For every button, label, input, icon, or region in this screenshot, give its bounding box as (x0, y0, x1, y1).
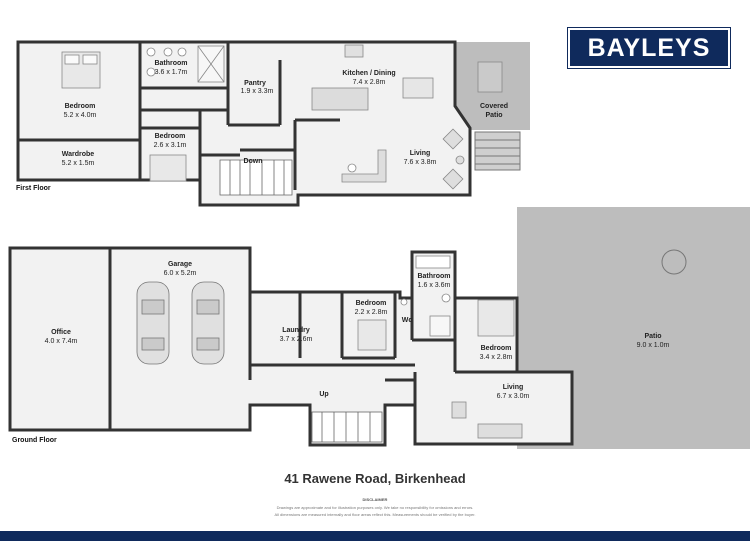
outdoor-table-round (661, 249, 687, 275)
ground-floor-plan (8, 207, 750, 449)
first-floor-label: First Floor (16, 185, 51, 192)
interior-walls-ground (108, 248, 517, 430)
bayleys-logo: BAYLEYS (567, 27, 731, 69)
stairs-first (219, 159, 293, 196)
cooktop-icon (344, 44, 364, 58)
office-label: Office (51, 329, 71, 336)
pantry-dim: 1.9 x 3.3m (241, 88, 274, 95)
bedroom1-label: Bedroom (65, 103, 96, 110)
wardrobe-dim: 5.2 x 1.5m (62, 160, 95, 167)
kitchen-dim: 7.4 x 2.8m (353, 79, 386, 86)
bathroom2-dim: 1.6 x 3.6m (418, 282, 451, 289)
bed-icon (61, 51, 101, 89)
garage-dim: 6.0 x 5.2m (164, 270, 197, 277)
bedroom4-label: Bedroom (481, 345, 512, 352)
disclaimer-title: DISCLAIMER (362, 497, 388, 502)
disclaimer-line-2: All dimensions are measured internally a… (274, 512, 476, 517)
bed4-icon (477, 299, 515, 337)
garage-label: Garage (168, 261, 192, 268)
bedroom3-dim: 2.2 x 2.8m (355, 309, 388, 316)
up-label: Up (319, 391, 328, 398)
outdoor-table (477, 61, 503, 93)
living2-furniture (451, 401, 523, 439)
car-icon-2 (191, 281, 225, 365)
bedroom2-label: Bedroom (155, 133, 186, 140)
living2-dim: 6.7 x 3.0m (497, 393, 530, 400)
disclaimer-line-1: Drawings are approximate and for illustr… (276, 505, 474, 510)
bedroom4-dim: 3.4 x 2.8m (480, 354, 513, 361)
living1-dim: 7.6 x 3.8m (404, 159, 437, 166)
car-icon (136, 281, 170, 365)
patio-steps (474, 131, 521, 171)
bedroom2-dim: 2.6 x 3.1m (154, 142, 187, 149)
bathroom-fixtures-ground (400, 255, 451, 337)
room-labels: Bedroom 5.2 x 4.0m Wardrobe 5.2 x 1.5m B… (12, 60, 670, 444)
patio-label: Patio (644, 333, 661, 340)
living-furniture (341, 128, 465, 190)
dining-table (402, 77, 434, 99)
living2-label: Living (503, 384, 524, 391)
kitchen-label: Kitchen / Dining (342, 70, 395, 77)
office-dim: 4.0 x 7.4m (45, 338, 78, 345)
footer-bar (0, 531, 750, 541)
bathroom1-label: Bathroom (154, 60, 187, 67)
kitchen-island (311, 87, 369, 111)
stairs-ground (311, 411, 383, 443)
first-floor-plan (16, 40, 530, 207)
laundry-dim: 3.7 x 2.6m (280, 336, 313, 343)
wardrobe-label: Wardrobe (62, 151, 95, 158)
bathroom-fixtures-first (146, 45, 225, 83)
living1-label: Living (410, 150, 431, 157)
ground-floor-label: Ground Floor (12, 437, 57, 444)
bed2-icon (149, 154, 187, 182)
covered-patio-label-2: Patio (485, 112, 502, 119)
wc-label: Wc (402, 317, 413, 324)
property-address: 41 Rawene Road, Birkenhead (284, 471, 466, 486)
pantry-label: Pantry (244, 80, 266, 87)
bedroom1-dim: 5.2 x 4.0m (64, 112, 97, 119)
bedroom3-label: Bedroom (356, 300, 387, 307)
covered-patio-label: Covered (480, 103, 508, 110)
down-label: Down (243, 158, 262, 165)
bathroom1-dim: 3.6 x 1.7m (155, 69, 188, 76)
interior-walls-first (18, 42, 340, 205)
bathroom2-label: Bathroom (417, 273, 450, 280)
laundry-label: Laundry (282, 327, 310, 334)
bed3-icon (357, 319, 387, 351)
patio-dim: 9.0 x 1.0m (637, 342, 670, 349)
